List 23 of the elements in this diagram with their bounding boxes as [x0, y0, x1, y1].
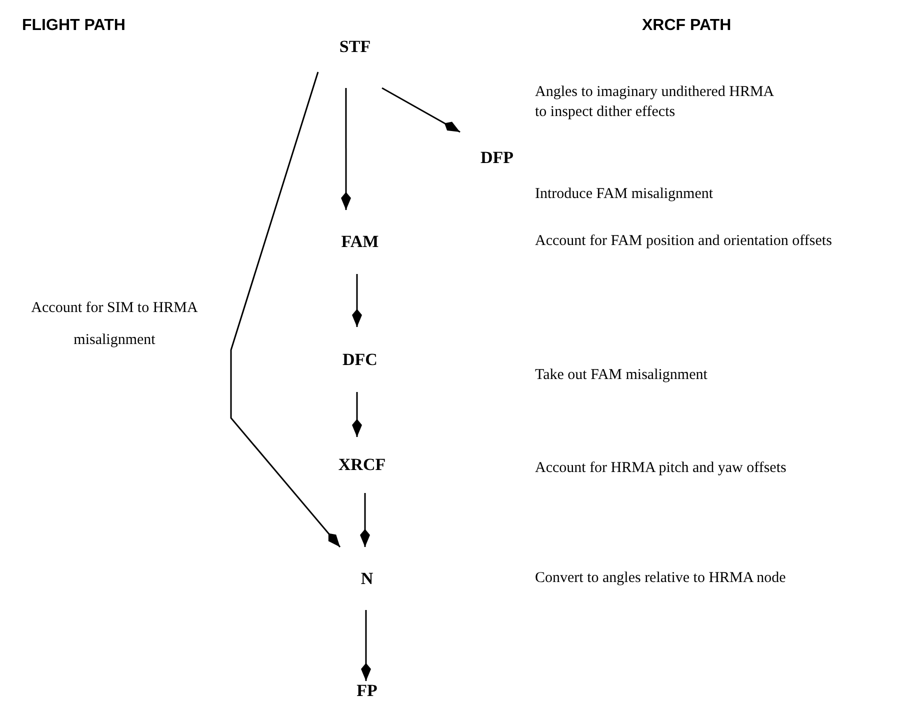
arrow — [352, 392, 362, 437]
node-label: FP — [356, 680, 378, 702]
edge-label: Account for SIM to HRMA misalignment — [30, 299, 199, 350]
column-heading: FLIGHT PATH — [22, 16, 126, 36]
note-text: Introduce FAM misalignment — [535, 185, 714, 204]
arrow — [360, 493, 370, 547]
note-text: Convert to angles relative to HRMA node — [535, 569, 786, 588]
note-text: Take out FAM misalignment — [535, 366, 708, 385]
arrow — [361, 610, 371, 681]
node-label: DFC — [342, 348, 378, 371]
node-label: FAM — [341, 231, 379, 254]
arrow — [382, 87, 460, 133]
arrow — [352, 274, 362, 327]
node-label: STF — [339, 36, 371, 58]
node-label: DFP — [480, 147, 514, 170]
column-heading: XRCF PATH — [642, 16, 732, 36]
arrow — [230, 72, 341, 548]
note-text: Account for HRMA pitch and yaw offsets — [535, 459, 786, 478]
node-label: N — [360, 568, 374, 590]
node-label: XRCF — [338, 454, 386, 476]
note-text: Angles to imaginary undithered HRMA to inspect dither effects — [535, 83, 775, 122]
note-text: Account for FAM position and orientation offsets — [535, 232, 832, 251]
arrow — [341, 88, 351, 210]
